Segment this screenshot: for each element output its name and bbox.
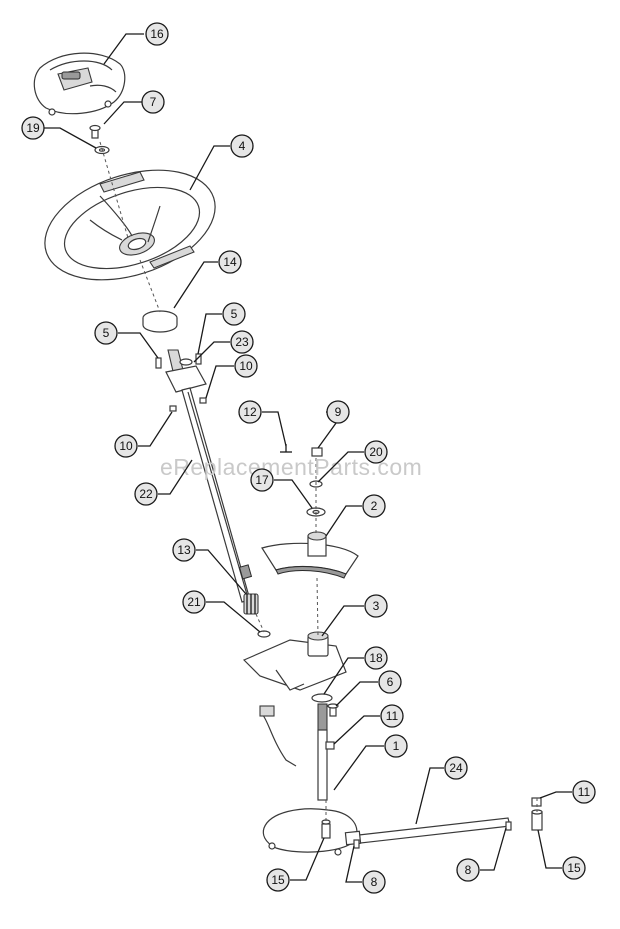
- callout-13: 13: [172, 538, 196, 562]
- part-3-bracket: [242, 631, 347, 691]
- part-15-tie-rod-end-right: [531, 809, 543, 831]
- part-6-bolt: [327, 703, 339, 717]
- svg-text:8: 8: [465, 863, 472, 877]
- svg-text:5: 5: [103, 326, 110, 340]
- svg-text:15: 15: [271, 873, 285, 887]
- svg-text:19: 19: [26, 121, 40, 135]
- part-11-nut-upper: [325, 741, 335, 750]
- callout-15-right: 15: [562, 856, 586, 880]
- svg-text:7: 7: [150, 95, 157, 109]
- part-9-nut: [311, 447, 323, 457]
- svg-text:23: 23: [235, 335, 249, 349]
- callout-7: 7: [141, 90, 165, 114]
- svg-text:9: 9: [335, 405, 342, 419]
- svg-text:10: 10: [239, 359, 253, 373]
- svg-text:10: 10: [119, 439, 133, 453]
- callout-3: 3: [364, 594, 388, 618]
- callout-10-left: 10: [114, 434, 138, 458]
- svg-text:16: 16: [150, 27, 164, 41]
- part-10-nut: [169, 397, 207, 412]
- callout-11-upper: 11: [380, 704, 404, 728]
- svg-text:4: 4: [239, 139, 246, 153]
- part-14-hub: [142, 310, 178, 333]
- svg-text:14: 14: [223, 255, 237, 269]
- svg-text:12: 12: [243, 405, 257, 419]
- callout-16: 16: [145, 22, 169, 46]
- part-4-steering-wheel: [44, 169, 216, 281]
- callout-19: 19: [21, 116, 45, 140]
- part-23-bushing: [179, 358, 193, 366]
- callout-1: 1: [384, 734, 408, 758]
- svg-text:17: 17: [255, 473, 269, 487]
- svg-text:2: 2: [371, 499, 378, 513]
- callout-8-right: 8: [456, 858, 480, 882]
- svg-text:5: 5: [231, 307, 238, 321]
- callout-12: 12: [238, 400, 262, 424]
- svg-text:22: 22: [139, 487, 153, 501]
- callout-20: 20: [364, 440, 388, 464]
- part-lower-shaft: [317, 703, 328, 801]
- callout-10-right: 10: [234, 354, 258, 378]
- part-24-tie-rod: [344, 817, 511, 846]
- part-15-tie-rod-end-left: [321, 819, 331, 839]
- part-2-sector-gear: [261, 531, 359, 579]
- callout-17: 17: [250, 468, 274, 492]
- svg-text:15: 15: [567, 861, 581, 875]
- callout-14: 14: [218, 250, 242, 274]
- svg-text:18: 18: [369, 651, 383, 665]
- svg-text:21: 21: [187, 595, 201, 609]
- callout-21: 21: [182, 590, 206, 614]
- callout-24: 24: [444, 756, 468, 780]
- svg-text:8: 8: [371, 875, 378, 889]
- part-13-pinion: [243, 593, 259, 615]
- assembly-lines: [99, 141, 538, 822]
- svg-text:11: 11: [386, 709, 399, 723]
- svg-text:24: 24: [449, 761, 463, 775]
- svg-text:13: 13: [177, 543, 191, 557]
- callout-15-left: 15: [266, 868, 290, 892]
- part-16-wheel-cover: [33, 52, 126, 116]
- callout-11-right: 11: [572, 780, 596, 804]
- callout-2: 2: [362, 494, 386, 518]
- part-7-screw: [89, 124, 101, 139]
- svg-text:3: 3: [373, 599, 380, 613]
- svg-text:20: 20: [369, 445, 383, 459]
- callout-22: 22: [134, 482, 158, 506]
- callout-18: 18: [364, 646, 388, 670]
- svg-text:1: 1: [393, 739, 400, 753]
- svg-text:11: 11: [578, 785, 591, 799]
- callouts: 16 7 19 4 14 5 5 23 10 10 12 9 20 17 2 2…: [21, 22, 596, 894]
- callout-4: 4: [230, 134, 254, 158]
- callout-8-left: 8: [362, 870, 386, 894]
- callout-5-left: 5: [94, 321, 118, 345]
- callout-9: 9: [326, 400, 350, 424]
- callout-5-right: 5: [222, 302, 246, 326]
- leader-lines: [44, 33, 572, 883]
- callout-6: 6: [378, 670, 402, 694]
- part-18-bushing: [311, 693, 333, 703]
- part-8-clip: [353, 821, 512, 849]
- svg-text:6: 6: [387, 675, 394, 689]
- part-1-base: [259, 705, 358, 856]
- callout-23: 23: [230, 330, 254, 354]
